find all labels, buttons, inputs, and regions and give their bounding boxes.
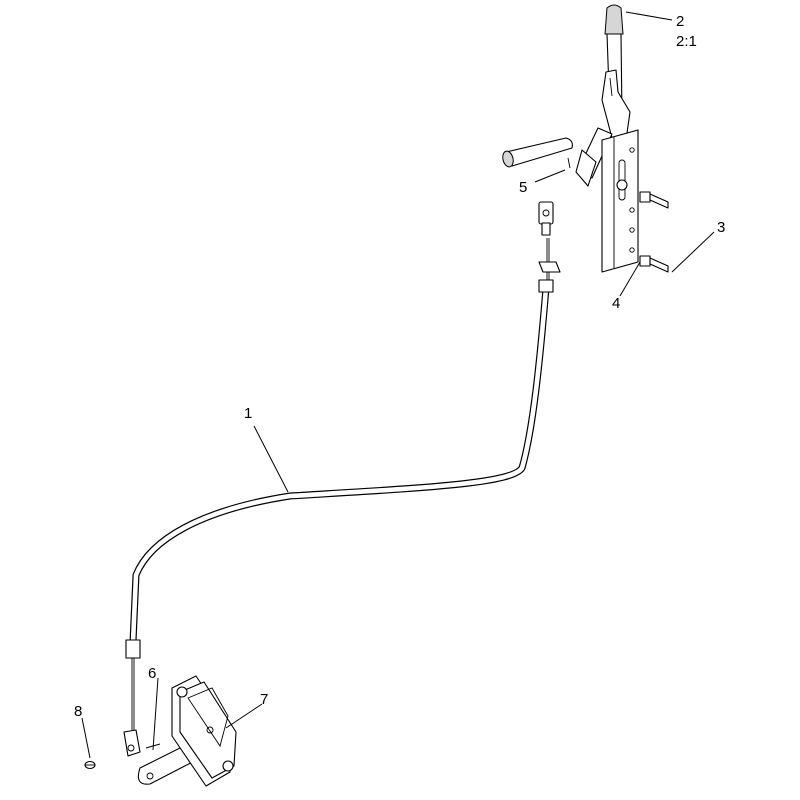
callout-7: 7 bbox=[260, 691, 268, 708]
callout-2-scale: 2:1 bbox=[676, 33, 697, 50]
callout-2: 2 bbox=[676, 13, 684, 30]
callout-4: 4 bbox=[612, 295, 620, 312]
callout-8: 8 bbox=[74, 703, 82, 720]
lower-linkage bbox=[137, 675, 237, 787]
cable-assembly bbox=[123, 201, 561, 757]
bolt-lower bbox=[639, 255, 669, 273]
bolt-upper bbox=[639, 191, 669, 209]
leader-lines bbox=[81, 11, 715, 759]
callout-5: 5 bbox=[519, 179, 527, 196]
lever-assembly bbox=[575, 4, 639, 273]
callout-3: 3 bbox=[717, 219, 725, 236]
callout-1: 1 bbox=[244, 405, 252, 422]
small-screw bbox=[84, 760, 96, 770]
pin-grip bbox=[502, 137, 573, 169]
callout-6: 6 bbox=[148, 665, 156, 682]
